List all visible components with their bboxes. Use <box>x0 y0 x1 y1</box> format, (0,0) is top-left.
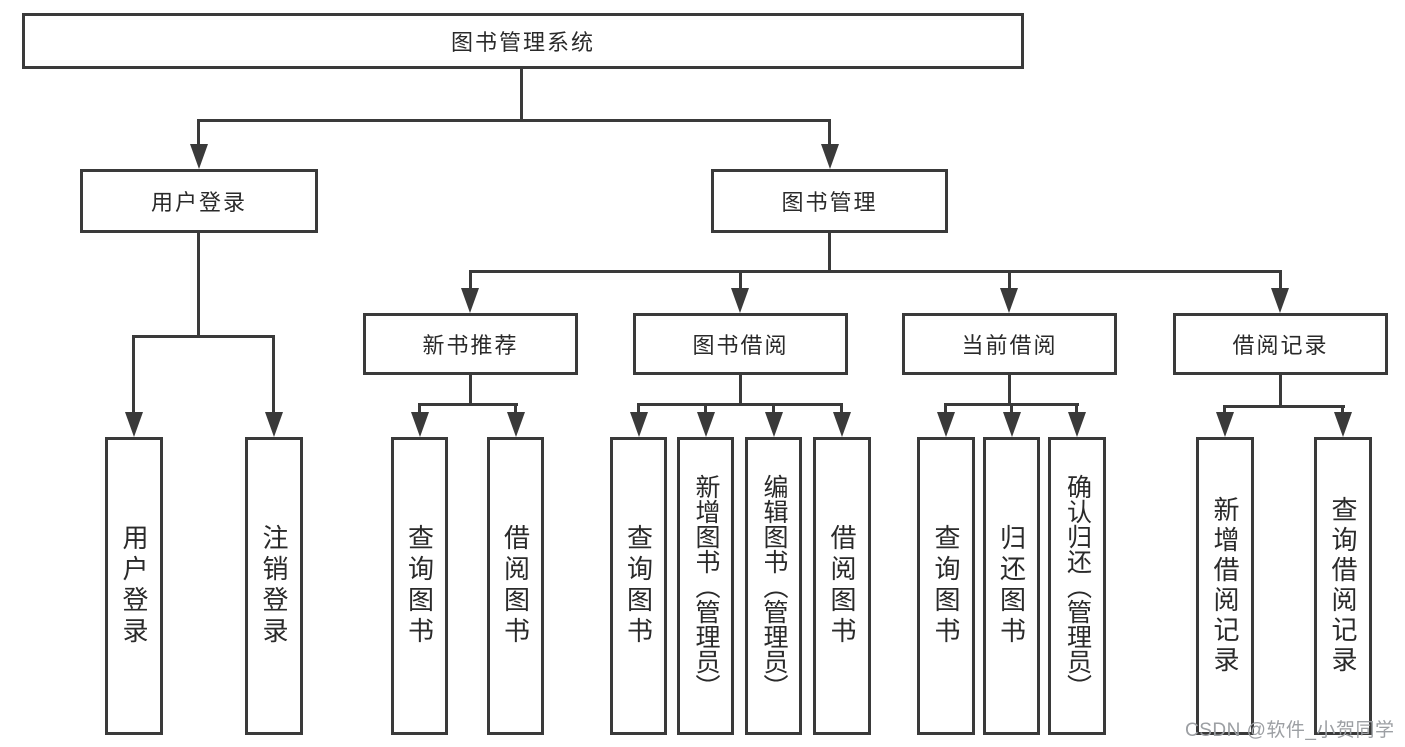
leaf-label: 新增借阅记录 <box>1210 496 1241 676</box>
arrowhead-icon <box>1068 412 1086 437</box>
arrowhead-icon <box>630 412 648 437</box>
arrowhead-icon <box>1216 412 1234 437</box>
arrowhead-icon <box>765 412 783 437</box>
node-new-book: 新书推荐 <box>363 313 578 375</box>
node-leaf-newbook-query: 查询图书 <box>391 437 448 735</box>
connector-current-borrow-stem <box>1008 375 1011 405</box>
arrowhead-icon <box>821 144 839 169</box>
connector-user-login-bar <box>133 335 275 338</box>
arrowhead-icon <box>1334 412 1352 437</box>
node-leaf-record-query: 查询借阅记录 <box>1314 437 1372 735</box>
connector-shaft <box>514 403 517 415</box>
arrowhead-icon <box>1000 288 1018 313</box>
node-leaf-current-return: 归还图书 <box>983 437 1040 735</box>
arrowhead-icon <box>461 288 479 313</box>
leaf-label: 借阅图书 <box>827 524 858 648</box>
connector-book-borrow-stem <box>739 375 742 405</box>
node-leaf-newbook-borrow: 借阅图书 <box>487 437 544 735</box>
node-leaf-user-login: 用户登录 <box>105 437 163 735</box>
arrowhead-icon <box>1271 288 1289 313</box>
connector-shaft <box>1341 405 1344 415</box>
node-borrow-record: 借阅记录 <box>1173 313 1388 375</box>
arrowhead-icon <box>190 144 208 169</box>
connector-shaft <box>1010 403 1013 415</box>
connector-shaft <box>944 403 947 415</box>
arrowhead-icon <box>697 412 715 437</box>
connector-shaft <box>469 270 472 290</box>
leaf-label: 确认归还（管理员） <box>1063 473 1092 699</box>
connector-book-mgmt-stem <box>828 233 831 273</box>
leaf-label: 编辑图书（管理员） <box>760 473 788 699</box>
node-leaf-current-query: 查询图书 <box>917 437 975 735</box>
node-user-login: 用户登录 <box>80 169 318 233</box>
connector-user-login-stem <box>197 233 200 337</box>
node-leaf-borrow-borrow: 借阅图书 <box>813 437 871 735</box>
arrowhead-icon <box>833 412 851 437</box>
leaf-label: 借阅图书 <box>500 524 531 648</box>
leaf-label: 用户登录 <box>119 524 150 648</box>
connector-shaft <box>197 119 200 147</box>
arrowhead-icon <box>265 412 283 437</box>
arrowhead-icon <box>125 412 143 437</box>
leaf-label: 注销登录 <box>259 524 290 648</box>
leaf-label: 新增图书（管理员） <box>692 473 720 699</box>
arrowhead-icon <box>411 412 429 437</box>
node-leaf-logout: 注销登录 <box>245 437 303 735</box>
connector-shaft <box>840 403 843 415</box>
arrowhead-icon <box>1003 412 1021 437</box>
node-book-mgmt: 图书管理 <box>711 169 948 233</box>
connector-shaft <box>1279 270 1282 290</box>
arrowhead-icon <box>731 288 749 313</box>
node-leaf-current-confirm: 确认归还（管理员） <box>1048 437 1106 735</box>
node-leaf-borrow-add: 新增图书（管理员） <box>677 437 734 735</box>
leaf-label: 查询图书 <box>931 524 962 648</box>
node-leaf-borrow-query: 查询图书 <box>610 437 667 735</box>
connector-shaft <box>637 403 640 415</box>
connector-shaft <box>772 403 775 415</box>
node-book-borrow: 图书借阅 <box>633 313 848 375</box>
node-current-borrow: 当前借阅 <box>902 313 1117 375</box>
connector-shaft <box>739 270 742 290</box>
leaf-label: 查询借阅记录 <box>1328 496 1359 676</box>
connector-borrow-record-stem <box>1279 375 1282 408</box>
connector-shaft <box>1223 405 1226 415</box>
connector-root-stem <box>520 69 523 121</box>
connector-shaft <box>1075 403 1078 415</box>
connector-new-book-stem <box>469 375 472 405</box>
connector-root-bar <box>197 119 831 122</box>
connector-shaft <box>704 403 707 415</box>
node-root: 图书管理系统 <box>22 13 1024 69</box>
arrowhead-icon <box>507 412 525 437</box>
connector-borrow-record-bar <box>1223 405 1345 408</box>
watermark: CSDN @软件_小贺同学 <box>1185 720 1395 741</box>
leaf-label: 查询图书 <box>623 524 654 648</box>
connector-shaft <box>828 119 831 147</box>
node-leaf-borrow-edit: 编辑图书（管理员） <box>745 437 802 735</box>
connector-book-mgmt-bar <box>469 270 1282 273</box>
connector-shaft <box>132 335 135 413</box>
connector-book-borrow-bar <box>637 403 843 406</box>
connector-shaft <box>1008 270 1011 290</box>
connector-shaft <box>418 403 421 415</box>
connector-new-book-bar <box>418 403 518 406</box>
leaf-label: 归还图书 <box>996 524 1027 648</box>
leaf-label: 查询图书 <box>404 524 435 648</box>
node-leaf-record-add: 新增借阅记录 <box>1196 437 1254 735</box>
connector-shaft <box>272 335 275 413</box>
arrowhead-icon <box>937 412 955 437</box>
